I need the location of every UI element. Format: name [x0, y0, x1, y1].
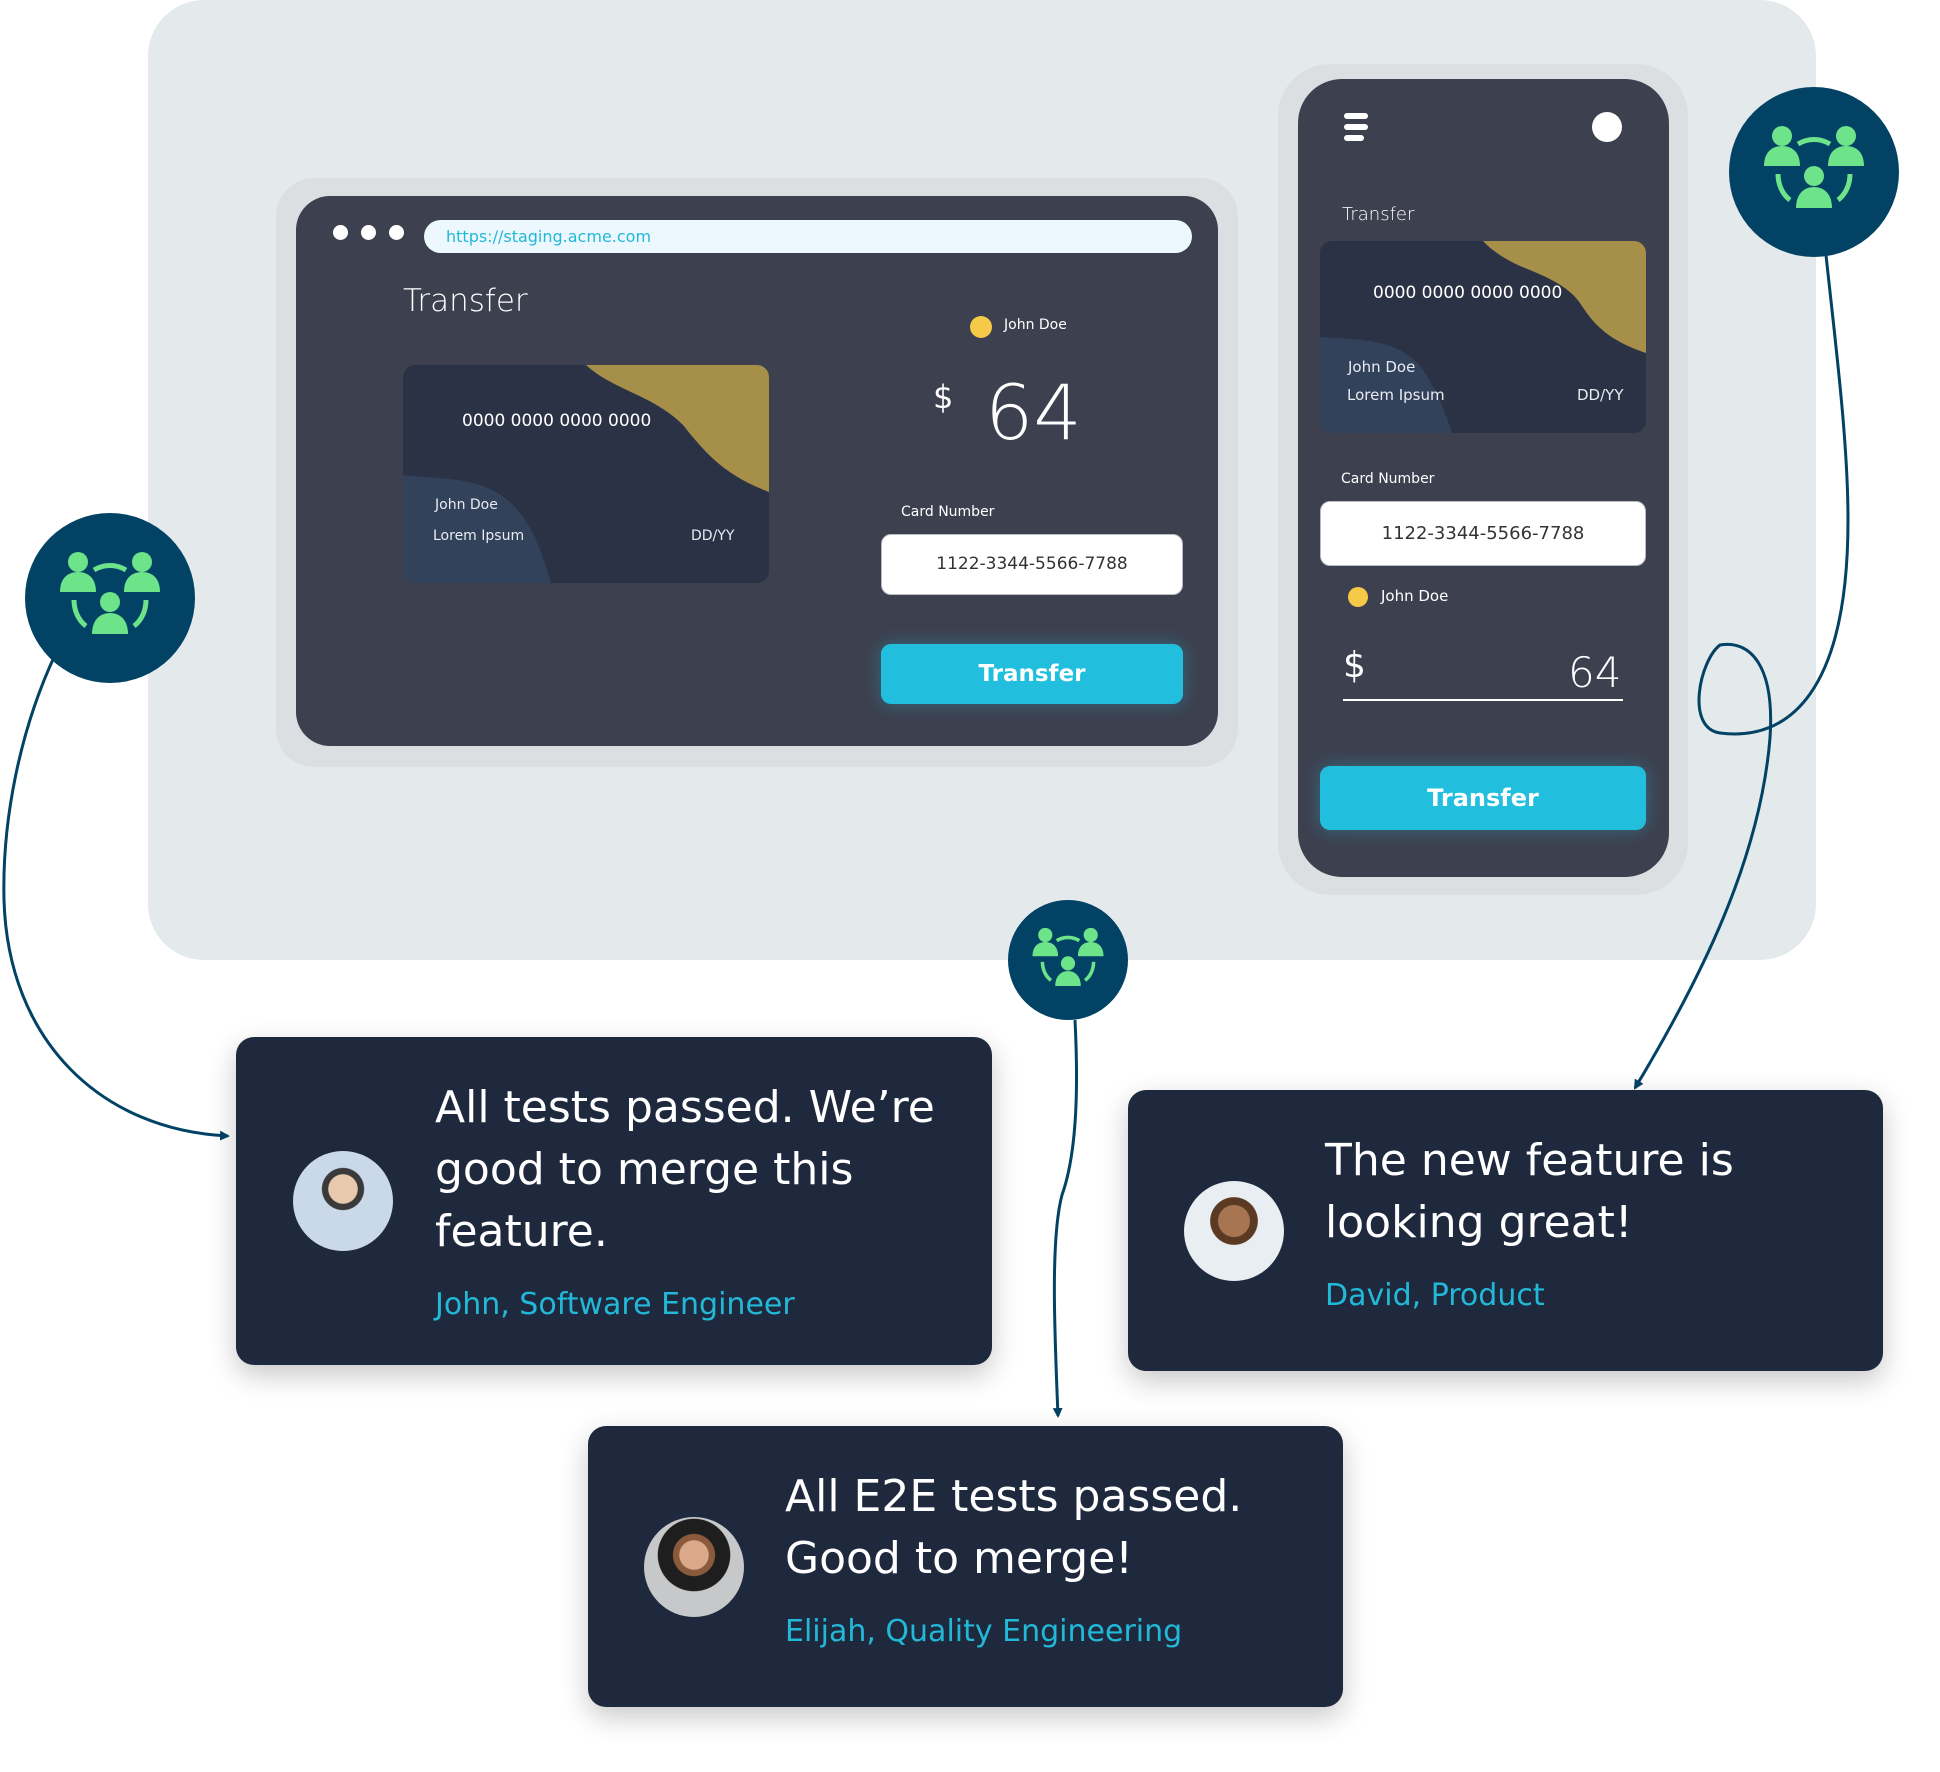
- transfer-button[interactable]: Transfer: [881, 644, 1183, 704]
- profile-icon[interactable]: [1592, 112, 1622, 142]
- currency-symbol: $: [933, 378, 954, 416]
- window-dot-icon: [333, 225, 348, 240]
- card-subtitle: Lorem Ipsum: [433, 528, 525, 544]
- feedback-quote-line: The new feature is: [1325, 1135, 1734, 1186]
- team-collaboration-icon: [1008, 900, 1128, 1020]
- feedback-quote-line: Good to merge!: [785, 1533, 1133, 1584]
- card-decoration-icon: [403, 365, 769, 583]
- transfer-amount[interactable]: 64: [985, 368, 1082, 457]
- avatar: [1184, 1181, 1284, 1281]
- card-number: 0000 0000 0000 0000: [462, 411, 652, 431]
- team-collaboration-icon: [25, 513, 195, 683]
- card-decoration-icon: [1320, 241, 1646, 433]
- phone-payee-name: John Doe: [1381, 587, 1449, 605]
- payee-name: John Doe: [1004, 317, 1067, 333]
- avatar: [293, 1151, 393, 1251]
- team-collaboration-icon: [60, 552, 160, 634]
- card-holder: John Doe: [435, 497, 498, 513]
- phone-page-title: Transfer: [1342, 204, 1415, 225]
- phone-card-number-input[interactable]: 1122-3344-5566-7788: [1320, 501, 1646, 566]
- card-holder: John Doe: [1348, 358, 1416, 376]
- team-collaboration-icon: [1729, 87, 1899, 257]
- feedback-quote-line: All tests passed. We’re: [435, 1082, 935, 1133]
- card-expiry: DD/YY: [1577, 386, 1624, 404]
- card-subtitle: Lorem Ipsum: [1347, 386, 1445, 404]
- phone-transfer-amount[interactable]: 64: [1568, 648, 1622, 697]
- phone-screen: [1298, 79, 1669, 877]
- credit-card: 0000 0000 0000 0000 John Doe Lorem Ipsum…: [403, 365, 769, 583]
- feedback-quote-line: good to merge this: [435, 1144, 854, 1195]
- avatar: [644, 1517, 744, 1617]
- card-number-label: Card Number: [901, 504, 995, 520]
- feedback-author: John, Software Engineer: [435, 1287, 795, 1322]
- phone-credit-card: 0000 0000 0000 0000 John Doe Lorem Ipsum…: [1320, 241, 1646, 433]
- team-collaboration-icon: [1764, 126, 1864, 208]
- feedback-card: All E2E tests passed. Good to merge! Eli…: [588, 1426, 1343, 1707]
- card-number-input[interactable]: 1122-3344-5566-7788: [881, 534, 1183, 595]
- payee-avatar-icon: [1348, 587, 1368, 607]
- amount-underline: [1343, 699, 1623, 701]
- card-number: 0000 0000 0000 0000: [1373, 283, 1563, 303]
- feedback-quote-line: All E2E tests passed.: [785, 1471, 1243, 1522]
- team-collaboration-icon: [1032, 927, 1104, 986]
- window-dot-icon: [389, 225, 404, 240]
- feedback-author: Elijah, Quality Engineering: [785, 1614, 1183, 1649]
- phone-card-number-label: Card Number: [1341, 471, 1435, 487]
- url-bar[interactable]: https://staging.acme.com: [424, 220, 1192, 253]
- feedback-quote-line: feature.: [435, 1206, 608, 1257]
- page-title: Transfer: [403, 283, 528, 319]
- payee-avatar-icon: [970, 316, 992, 338]
- feedback-card: The new feature is looking great! David,…: [1128, 1090, 1883, 1371]
- hamburger-menu-icon[interactable]: [1344, 113, 1368, 141]
- card-expiry: DD/YY: [691, 528, 735, 544]
- window-dot-icon: [361, 225, 376, 240]
- phone-transfer-button[interactable]: Transfer: [1320, 766, 1646, 830]
- phone-currency-symbol: $: [1343, 645, 1366, 686]
- feedback-quote-line: looking great!: [1325, 1197, 1633, 1248]
- feedback-author: David, Product: [1325, 1278, 1545, 1313]
- feedback-card: All tests passed. We’re good to merge th…: [236, 1037, 992, 1365]
